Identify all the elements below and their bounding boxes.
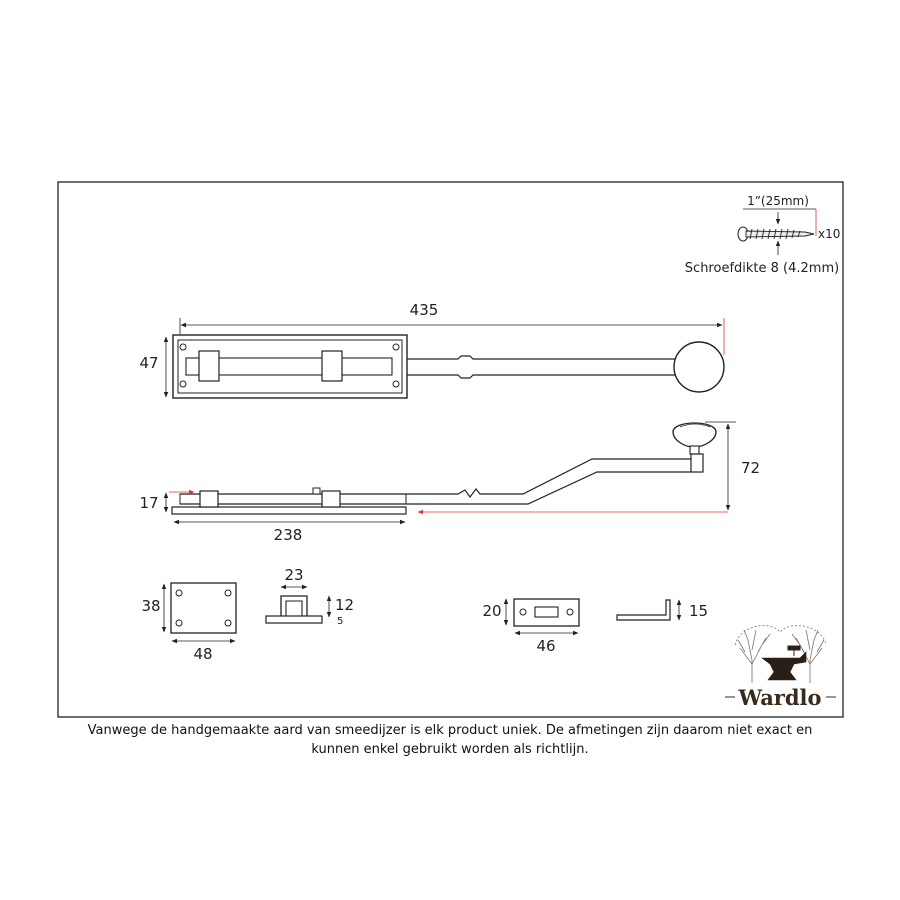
disclaimer-line: kunnen enkel gebruikt worden als richtli… bbox=[311, 742, 589, 757]
anvil-icon bbox=[761, 651, 807, 681]
top-knob bbox=[673, 341, 725, 393]
side-backplate bbox=[171, 506, 407, 515]
side-bolt-guide bbox=[321, 490, 341, 508]
logo-brand: Wardlo bbox=[737, 685, 821, 710]
side-view: 72 17 238 bbox=[139, 421, 760, 544]
hammer-icon bbox=[787, 645, 801, 656]
side-arm-bottom bbox=[180, 471, 691, 505]
keep-plate-view: 38 48 bbox=[141, 582, 237, 663]
screw-diagram: 1”(25mm) x10 Schroefdikte 8 (4.2mm) bbox=[685, 194, 841, 276]
side-knob-highlight bbox=[679, 423, 711, 428]
side-knob bbox=[672, 422, 717, 448]
side-bolt-stud bbox=[312, 487, 321, 495]
screw-hole bbox=[224, 619, 232, 627]
dim-receiver-width: 46 bbox=[536, 637, 555, 655]
screw-hole bbox=[519, 608, 527, 616]
dim-total-length: 435 bbox=[410, 301, 439, 319]
screw-length-label: 1”(25mm) bbox=[747, 194, 809, 208]
dim-plate-length: 238 bbox=[274, 526, 303, 544]
dim-keep-height: 38 bbox=[141, 597, 160, 615]
screw-hole bbox=[224, 589, 232, 597]
staple-inner bbox=[285, 600, 303, 616]
side-bolt bbox=[179, 493, 407, 505]
staple-base bbox=[265, 615, 323, 624]
dim-staple-base: 5 bbox=[337, 616, 343, 627]
side-knob-neck bbox=[689, 445, 700, 455]
wardlo-logo: Wardlo bbox=[725, 625, 836, 710]
screw-hole bbox=[566, 608, 574, 616]
dim-angle-height: 15 bbox=[689, 602, 708, 620]
receiver-slot bbox=[534, 606, 559, 618]
side-arm-top bbox=[180, 458, 691, 499]
anvil-tree-icon bbox=[734, 625, 827, 683]
screw-hole bbox=[392, 343, 400, 351]
dim-side-height: 17 bbox=[139, 494, 158, 512]
dim-staple-width: 23 bbox=[284, 566, 303, 584]
top-backplate-inner bbox=[177, 339, 403, 394]
receiver-view: 20 46 bbox=[482, 598, 580, 655]
dim-plate-height: 47 bbox=[139, 354, 158, 372]
side-bolt-guide bbox=[199, 490, 219, 508]
drawing-frame bbox=[57, 181, 844, 718]
screw-hole bbox=[392, 380, 400, 388]
screw-icon bbox=[737, 226, 815, 242]
dim-keep-width: 48 bbox=[193, 645, 212, 663]
staple-view: 23 12 5 bbox=[265, 566, 354, 627]
screw-quantity: x10 bbox=[818, 227, 840, 241]
disclaimer-line: Vanwege de handgemaakte aard van smeedij… bbox=[87, 723, 813, 738]
screw-hole bbox=[179, 380, 187, 388]
dim-handle-height: 72 bbox=[741, 459, 760, 477]
staple-outer bbox=[280, 595, 308, 616]
top-bolt-guide bbox=[321, 350, 343, 382]
dim-receiver-height: 20 bbox=[482, 602, 501, 620]
angle-bracket-view: 15 bbox=[616, 599, 708, 621]
dim-staple-height: 12 bbox=[335, 596, 354, 614]
screw-hole bbox=[175, 589, 183, 597]
screw-hole bbox=[175, 619, 183, 627]
disclaimer-note: Vanwege de handgemaakte aard van smeedij… bbox=[60, 721, 840, 759]
top-view: 435 47 bbox=[139, 301, 725, 399]
screw-hole bbox=[179, 343, 187, 351]
top-arm bbox=[407, 355, 676, 379]
angle-bracket bbox=[616, 599, 671, 621]
side-handle-post bbox=[690, 453, 704, 473]
top-bolt-guide bbox=[198, 350, 220, 382]
screw-thickness-label: Schroefdikte 8 (4.2mm) bbox=[685, 261, 839, 276]
